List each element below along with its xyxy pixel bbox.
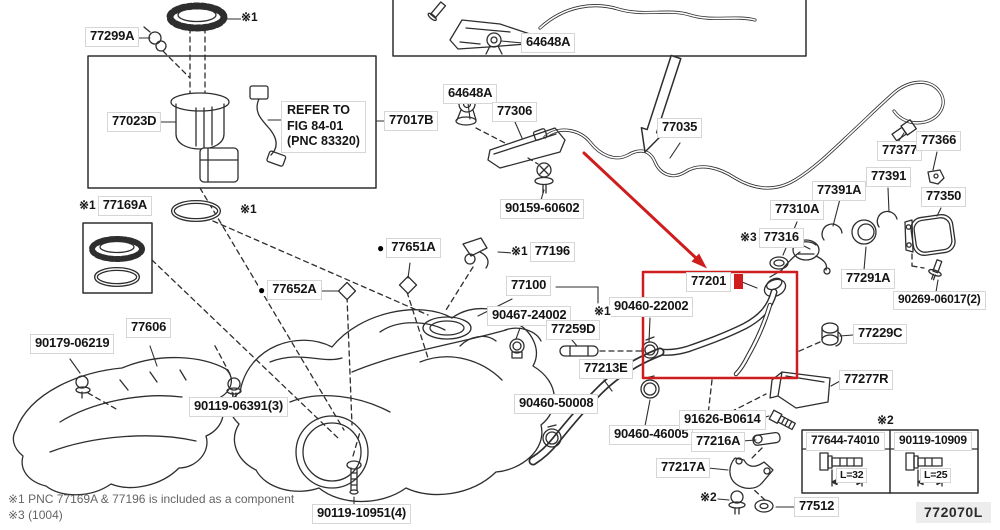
part-label-77391: 77391: [866, 167, 912, 187]
bracket-and-fasteners: [75, 237, 843, 515]
bullet-mark: ●: [258, 282, 266, 297]
refer-note-line3: (PNC 83320): [287, 134, 360, 149]
part-label-77217a: 77217A: [656, 458, 711, 478]
grommet-77310a: [769, 256, 789, 270]
part-label-77651a: 77651A: [386, 238, 441, 258]
cable-connector-77377: [891, 119, 917, 142]
part-label-90269-06017: 90269-06017(2): [893, 291, 986, 310]
part-label-64648a-top: 64648A: [521, 33, 576, 53]
part-label-77299a: 77299A: [85, 27, 140, 47]
part-label-90179-06219: 90179-06219: [30, 334, 115, 354]
part-label-77306: 77306: [492, 102, 538, 122]
note-mark-2-bolt: ※2: [700, 490, 717, 505]
part-label-77216a: 77216A: [691, 432, 746, 452]
part-label-91626-b0614: 91626-B0614: [679, 410, 766, 430]
part-label-77350: 77350: [921, 187, 967, 207]
part-label-77035: 77035: [657, 118, 703, 138]
leader-lines: [69, 18, 942, 508]
ring-77391a: [821, 223, 843, 241]
hose-77259d: [559, 345, 599, 357]
part-label-row-77196: ※1 77196: [511, 242, 575, 262]
hose-clamps: [509, 336, 660, 448]
refer-note-line1: REFER TO: [287, 103, 350, 117]
part-label-row-77201: 77201: [686, 272, 744, 292]
part-label-77606: 77606: [126, 318, 172, 338]
note-mark-1-77169a: ※1: [79, 198, 96, 213]
filler-pipe-drawing: [656, 288, 778, 377]
ring-77291a: [851, 219, 877, 245]
part-label-77391a: 77391A: [812, 181, 867, 201]
filler-neck-parts: [763, 210, 956, 298]
refer-note: REFER TO FIG 84-01 (PNC 83320): [281, 101, 366, 153]
lid-lock-cable-drawing: [532, 80, 945, 190]
part-label-77201: 77201: [686, 272, 732, 292]
part-label-77366: 77366: [916, 131, 962, 151]
note-mark-1-tank: ※1: [594, 304, 611, 319]
part-label-77512: 77512: [794, 497, 840, 517]
lid-opener-drawing: [427, 1, 757, 55]
note-mark-3: ※3: [740, 230, 757, 245]
part-label-row-77169a: ※1 77169A: [79, 196, 153, 216]
part-label-77169a: 77169A: [97, 196, 153, 216]
red-highlight-chip: [734, 274, 744, 290]
fuel-pump-assembly-drawing: [143, 2, 287, 183]
part-label-90119-06391: 90119-06391(3): [189, 397, 288, 417]
part-label-77377: 77377: [877, 141, 923, 161]
part-label-row-77316: ※3 77316: [740, 228, 804, 248]
table-header-90119-10909: 90119-10909: [894, 432, 972, 451]
part-label-64648a: 64648A: [443, 84, 498, 104]
part-label-90460-46005: 90460-46005: [609, 425, 694, 445]
part-label-row-77652a: ● 77652A: [258, 280, 322, 300]
part-label-77291a: 77291A: [841, 269, 896, 289]
part-label-77100: 77100: [506, 276, 552, 296]
part-label-90460-50008: 90460-50008: [514, 394, 599, 414]
part-label-77023d: 77023D: [107, 112, 162, 132]
part-label-77229c: 77229C: [853, 324, 908, 344]
part-label-77277r: 77277R: [839, 370, 894, 390]
part-label-77213e: 77213E: [579, 359, 633, 379]
table-header-77644-74010: 77644-74010: [806, 432, 885, 451]
part-label-90119-10951: 90119-10951(4): [312, 504, 411, 524]
screw-90269: [928, 259, 943, 281]
part-label-77259d: 77259D: [546, 320, 601, 340]
figure-code: 772070L: [916, 502, 991, 523]
part-label-90460-22002: 90460-22002: [609, 297, 694, 317]
red-pointer-arrow: [582, 151, 707, 269]
frame-boxes: [82, 0, 807, 294]
fuel-cap-77316: [792, 239, 820, 261]
note-mark-1-77196: ※1: [511, 244, 528, 259]
projection-lines: [87, 27, 925, 501]
note-mark-1-oring: ※1: [240, 202, 257, 217]
clip-symbols: [337, 275, 418, 301]
part-label-77652a: 77652A: [267, 280, 322, 300]
protector-drawing: [455, 95, 566, 194]
refer-note-line2: FIG 84-01: [287, 118, 344, 133]
heat-shield-drawing: [12, 356, 232, 496]
footnote-line1: ※1 PNC 77169A & 77196 is included as a c…: [8, 492, 295, 506]
part-label-77310a: 77310A: [770, 200, 825, 220]
footnote-line2: ※3 (1004): [8, 508, 63, 522]
part-label-77196: 77196: [529, 242, 575, 262]
part-label-77316: 77316: [758, 228, 804, 248]
note-mark-2-table: ※2: [877, 413, 894, 428]
table-length-l25: L=25: [920, 468, 952, 484]
fuel-tank-drawing: [229, 307, 555, 503]
part-label-90159-60602: 90159-60602: [500, 199, 585, 219]
part-label-row-77651a: ● 77651A: [377, 238, 441, 258]
bullet-mark: ●: [377, 240, 385, 255]
note-mark-1-lockring: ※1: [241, 10, 258, 25]
cable-clamp-77366: [927, 169, 945, 185]
fuel-lid-77350: [910, 214, 956, 256]
ring-77391: [876, 210, 898, 228]
part-label-77017b: 77017B: [384, 111, 439, 131]
lock-ring-and-gaskets: [89, 200, 221, 287]
table-length-l32: L=32: [836, 468, 868, 484]
